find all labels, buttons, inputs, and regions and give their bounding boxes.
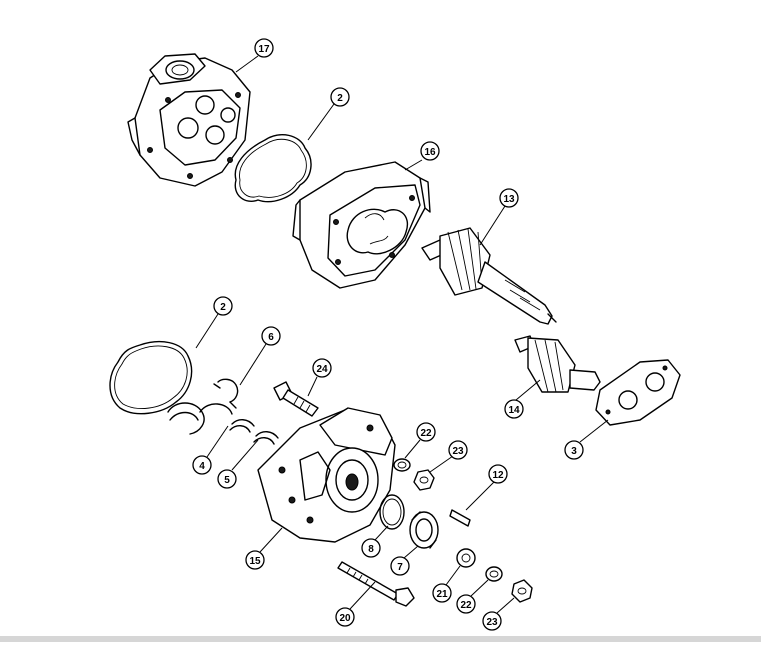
callout-15-label: 15	[249, 556, 261, 567]
callout-3-label: 3	[571, 446, 577, 457]
part-seal-set	[167, 378, 279, 445]
callout-12-label: 12	[492, 470, 504, 481]
callout-20-label: 20	[339, 613, 351, 624]
callout-22-lower-label: 22	[460, 600, 472, 611]
part-long-bolt	[337, 561, 415, 607]
callout-13: 13	[499, 188, 519, 208]
callout-7: 7	[390, 556, 410, 576]
callout-8: 8	[361, 538, 381, 558]
callout-23-upper-label: 23	[452, 446, 464, 457]
callout-16: 16	[420, 141, 440, 161]
callout-20: 20	[335, 607, 355, 627]
callout-2-lower: 2	[213, 296, 233, 316]
callout-5-label: 5	[224, 475, 230, 486]
part-gasket-upper	[234, 134, 312, 203]
callout-24: 24	[312, 358, 332, 378]
callout-23-lower: 23	[482, 611, 502, 631]
callout-6-label: 6	[268, 332, 274, 343]
part-front-housing	[257, 407, 396, 543]
callout-14-label: 14	[508, 405, 520, 416]
callout-7-label: 7	[397, 562, 403, 573]
callout-22-upper-label: 22	[420, 428, 432, 439]
callout-24-label: 24	[316, 364, 328, 375]
part-drive-gear-shaft	[421, 227, 557, 325]
callout-16-label: 16	[424, 147, 436, 158]
bottom-scrollbar-strip	[0, 636, 761, 642]
part-o-ring	[379, 494, 405, 530]
part-wear-plate	[595, 359, 681, 426]
callout-21-label: 21	[436, 589, 448, 600]
part-shaft-seal	[409, 511, 439, 549]
part-gear-body	[292, 161, 431, 289]
callout-3: 3	[564, 440, 584, 460]
callout-6: 6	[261, 326, 281, 346]
callout-22-upper: 22	[416, 422, 436, 442]
part-washer-nut-upper	[393, 458, 435, 491]
callout-8-label: 8	[368, 544, 374, 555]
callout-14: 14	[504, 399, 524, 419]
callout-15: 15	[245, 550, 265, 570]
callout-23-upper: 23	[448, 440, 468, 460]
callout-2-upper: 2	[330, 87, 350, 107]
callout-2-upper-label: 2	[337, 93, 343, 104]
leader-lines	[195, 55, 609, 614]
callout-5: 5	[217, 469, 237, 489]
callout-4-label: 4	[199, 461, 205, 472]
callout-4: 4	[192, 455, 212, 475]
callout-2-lower-label: 2	[220, 302, 226, 313]
callout-13-label: 13	[503, 194, 515, 205]
callout-17-label: 17	[258, 44, 270, 55]
part-key	[449, 509, 471, 527]
part-driven-gear	[514, 335, 601, 393]
part-end-cover-housing	[127, 53, 251, 187]
callout-23-lower-label: 23	[486, 617, 498, 628]
callout-21: 21	[432, 583, 452, 603]
callout-22-lower: 22	[456, 594, 476, 614]
callout-12: 12	[488, 464, 508, 484]
part-bolt	[273, 381, 319, 417]
part-gasket-lower	[109, 341, 193, 415]
callout-17: 17	[254, 38, 274, 58]
part-washer-nut-lower	[456, 548, 533, 603]
